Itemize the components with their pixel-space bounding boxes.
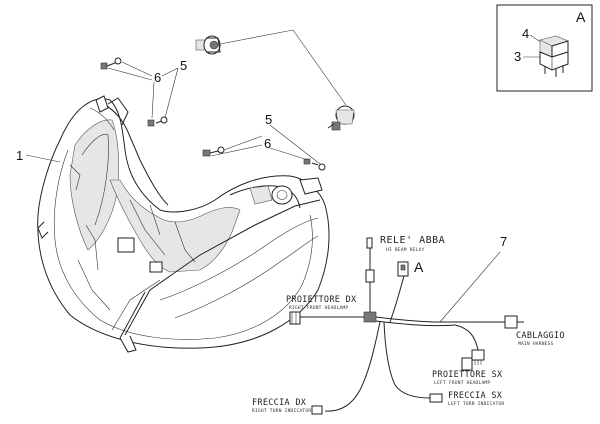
inset-frame — [496, 4, 593, 92]
relay-subtitle: HI BEAM RELAY — [386, 247, 425, 253]
connector-proiettore-sx: PROIETTORE SX — [432, 370, 503, 380]
connector-freccia-dx-sub: RIGHT TURN INDICATOR — [252, 408, 311, 414]
relay-inset: A 4 3 — [496, 4, 593, 92]
relay-component — [539, 35, 569, 77]
connector-cablaggio-sub: MAIN HARNESS — [518, 341, 554, 347]
inset-callout-3: 3 — [514, 49, 521, 64]
connector-proiettore-dx: PROIETTORE DX — [286, 295, 357, 305]
callout-5-mid: 5 — [265, 112, 272, 127]
screws-top — [100, 57, 179, 127]
connector-freccia-sx: FRECCIA SX — [448, 391, 503, 401]
wiring-harness — [289, 237, 524, 415]
inset-letter: A — [576, 9, 586, 25]
callout-7: 7 — [500, 234, 507, 249]
screws-mid — [202, 124, 326, 171]
connector-proiettore-dx-sub: RIGHT FRONT HEADLAMP — [289, 305, 348, 311]
connector-freccia-dx: FRECCIA DX — [252, 398, 307, 408]
connector-cablaggio: CABLAGGIO — [516, 331, 565, 341]
inset-callout-4: 4 — [522, 26, 529, 41]
relay-ref: A — [414, 259, 424, 275]
callout-6-top: 6 — [154, 70, 161, 85]
bulb-lower — [327, 105, 355, 131]
relay-title: RELE' ABBA — [380, 235, 445, 246]
connector-freccia-sx-sub: LEFT TURN INDICATOR — [448, 401, 504, 407]
headlight-assembly — [37, 95, 330, 353]
callout-6-mid: 6 — [264, 136, 271, 151]
bulb-top — [195, 35, 221, 55]
callout-5-top: 5 — [180, 58, 187, 73]
callout-1: 1 — [16, 148, 23, 163]
connector-proiettore-sx-sub: LEFT FRONT HEADLAMP — [434, 380, 490, 386]
